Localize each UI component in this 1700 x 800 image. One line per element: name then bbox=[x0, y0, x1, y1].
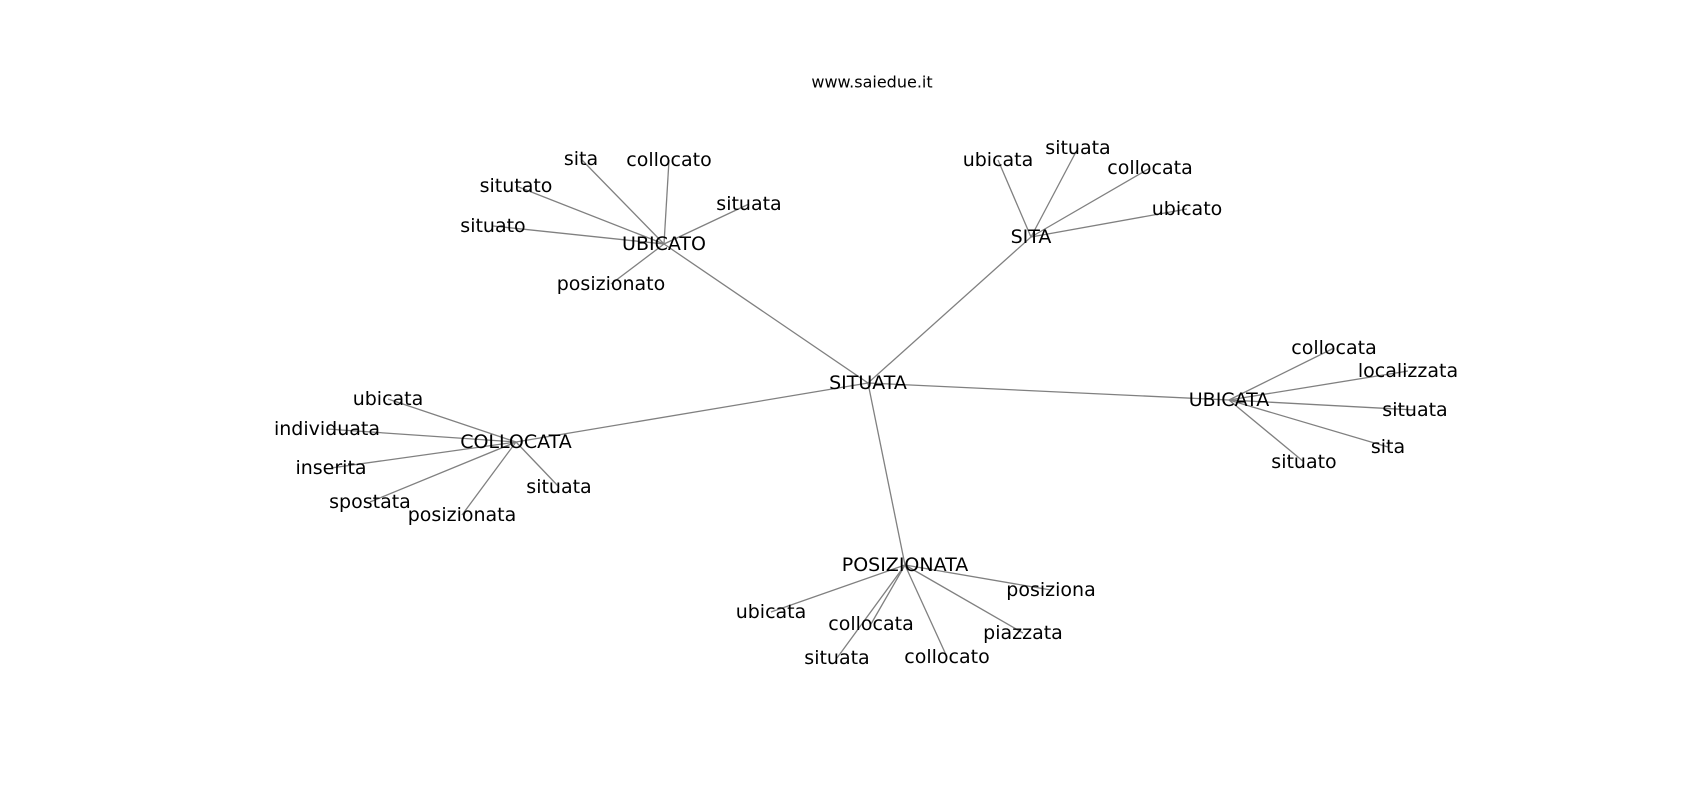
edge-hub-leaf bbox=[663, 159, 670, 245]
hub-node-label: COLLOCATA bbox=[460, 431, 572, 453]
edge-hub-leaf bbox=[663, 203, 750, 245]
hub-node-label: UBICATA bbox=[1189, 389, 1269, 411]
leaf-node-label: posizionato bbox=[557, 273, 666, 295]
edge-hub-leaf bbox=[515, 185, 665, 245]
leaf-node-label: situato bbox=[460, 215, 525, 237]
leaf-node-label: sita bbox=[1371, 436, 1405, 458]
edge-hub-leaf bbox=[492, 225, 665, 245]
edge-hub-leaf bbox=[515, 441, 560, 488]
leaf-node-label: localizzata bbox=[1358, 360, 1458, 382]
leaf-node-label: situata bbox=[1382, 399, 1447, 421]
leaf-node-label: collocato bbox=[904, 646, 989, 668]
leaf-node-label: collocata bbox=[828, 613, 913, 635]
edge-hub-leaf bbox=[870, 564, 906, 625]
edge-hub-leaf bbox=[1228, 347, 1335, 401]
leaf-node-label: ubicata bbox=[963, 149, 1034, 171]
leaf-node-label: situata bbox=[804, 647, 869, 669]
leaf-node-label: posiziona bbox=[1006, 579, 1095, 601]
edge-hub-leaf bbox=[997, 159, 1032, 238]
leaf-node-label: situato bbox=[1271, 451, 1336, 473]
leaf-node-label: posizionata bbox=[408, 504, 517, 526]
edge-hub-leaf bbox=[770, 564, 906, 613]
watermark-text: www.saiedue.it bbox=[811, 73, 932, 92]
leaf-node-label: spostata bbox=[329, 491, 411, 513]
leaf-node-label: situata bbox=[716, 193, 781, 215]
hub-node-label: UBICATO bbox=[622, 233, 706, 255]
edge-center-hub bbox=[867, 382, 906, 566]
edge-hub-leaf bbox=[610, 243, 665, 285]
edge-hub-leaf bbox=[580, 158, 665, 245]
hub-node-label: SITA bbox=[1011, 226, 1052, 248]
edge-hub-leaf bbox=[904, 564, 1024, 634]
hub-node-label: POSIZIONATA bbox=[842, 554, 969, 576]
edge-hub-leaf bbox=[1228, 370, 1409, 401]
edge-hub-leaf bbox=[1030, 167, 1151, 238]
leaf-node-label: sita bbox=[564, 148, 598, 170]
edge-center-hub bbox=[867, 236, 1032, 384]
edge-hub-leaf bbox=[1228, 399, 1305, 463]
leaf-node-label: collocata bbox=[1291, 337, 1376, 359]
leaf-node-label: collocata bbox=[1107, 157, 1192, 179]
edge-hub-leaf bbox=[461, 441, 517, 516]
leaf-node-label: collocato bbox=[626, 149, 711, 171]
graph-labels: SITUATA UBICATO sita collocato situtato situa… bbox=[274, 137, 1458, 669]
edge-hub-leaf bbox=[1228, 399, 1389, 448]
leaf-node-label: situata bbox=[1045, 137, 1110, 159]
leaf-node-label: individuata bbox=[274, 418, 380, 440]
leaf-node-label: situtato bbox=[480, 175, 553, 197]
edge-hub-leaf bbox=[369, 441, 517, 503]
leaf-node-label: ubicato bbox=[1152, 198, 1223, 220]
edge-hub-leaf bbox=[387, 398, 517, 443]
edge-hub-leaf bbox=[904, 564, 948, 658]
leaf-node-label: situata bbox=[526, 476, 591, 498]
graph-edges bbox=[326, 147, 1416, 659]
leaf-node-label: piazzata bbox=[983, 622, 1063, 644]
edge-hub-leaf bbox=[1030, 208, 1188, 238]
leaf-node-label: inserita bbox=[295, 457, 366, 479]
edge-center-hub bbox=[867, 382, 1230, 401]
edge-center-hub bbox=[515, 382, 869, 443]
edge-hub-leaf bbox=[326, 428, 517, 443]
edge-hub-leaf bbox=[1228, 399, 1416, 411]
edge-center-hub bbox=[663, 243, 869, 384]
edge-hub-leaf bbox=[330, 441, 517, 469]
center-node-label: SITUATA bbox=[829, 372, 907, 394]
edge-hub-leaf bbox=[836, 564, 906, 659]
leaf-node-label: ubicata bbox=[736, 601, 807, 623]
edge-hub-leaf bbox=[1030, 147, 1079, 238]
leaf-node-label: ubicata bbox=[353, 388, 424, 410]
edge-hub-leaf bbox=[904, 564, 1052, 591]
